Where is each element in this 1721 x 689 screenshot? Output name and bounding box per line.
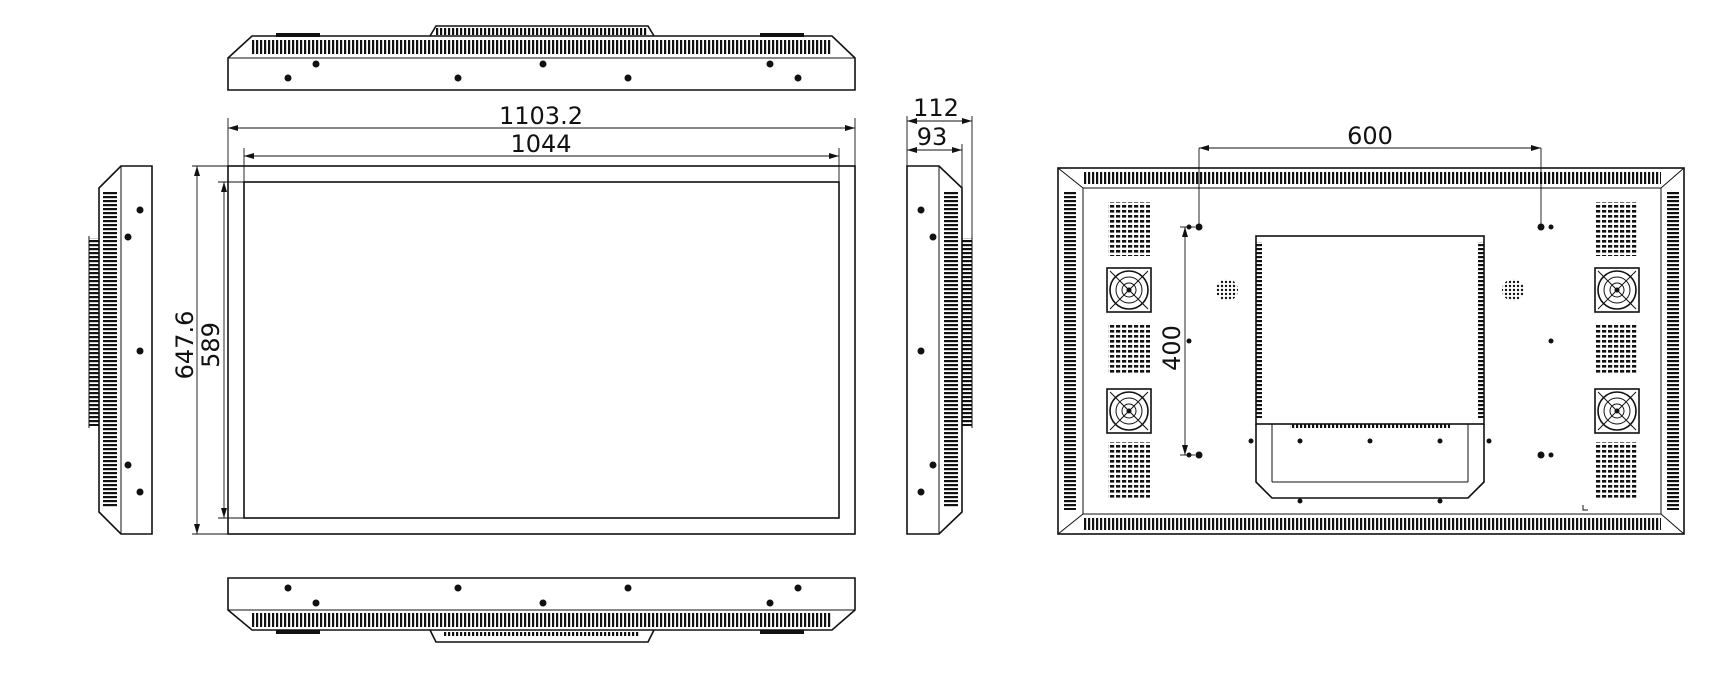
bottom-vent-strip — [252, 613, 832, 627]
fan-icon — [1106, 388, 1152, 434]
right-vent-strip — [944, 192, 958, 508]
bottom-view — [227, 577, 856, 643]
front-view: 1103.2 1044 647.6 589 — [171, 102, 856, 535]
rear-left-vent — [1064, 192, 1076, 510]
speaker-grille-icon — [1216, 279, 1238, 301]
fan-icon — [1106, 267, 1152, 313]
left-vent-strip — [103, 192, 117, 508]
rear-right-vent — [1667, 192, 1679, 510]
left-side-view — [88, 165, 153, 535]
top-mount-holes — [284, 60, 802, 82]
fan-icon — [1594, 388, 1640, 434]
active-width-label: 1044 — [510, 130, 571, 158]
left-mount-holes — [124, 206, 144, 496]
right-mount-holes — [917, 206, 937, 496]
fan-icon — [1594, 267, 1640, 313]
speaker-grille-icon — [1502, 279, 1524, 301]
top-view — [227, 25, 856, 91]
vesa-horizontal-label: 600 — [1347, 122, 1393, 150]
rear-view: 600 400 — [1057, 122, 1685, 535]
bottom-mount-holes — [284, 584, 802, 607]
rear-connector-dots — [1248, 438, 1492, 504]
overall-height-label: 647.6 — [171, 311, 199, 380]
body-depth-label: 93 — [917, 123, 948, 151]
top-vent-strip — [252, 40, 832, 54]
rear-top-vent — [1083, 172, 1661, 184]
overall-depth-label: 112 — [913, 94, 959, 122]
rear-bottom-vent — [1083, 518, 1661, 530]
rear-electronics-box — [1255, 235, 1485, 425]
active-height-label: 589 — [197, 322, 225, 368]
overall-width-label: 1103.2 — [499, 102, 583, 130]
vesa-vertical-label: 400 — [1158, 325, 1186, 371]
right-side-view: 112 93 — [906, 94, 973, 535]
